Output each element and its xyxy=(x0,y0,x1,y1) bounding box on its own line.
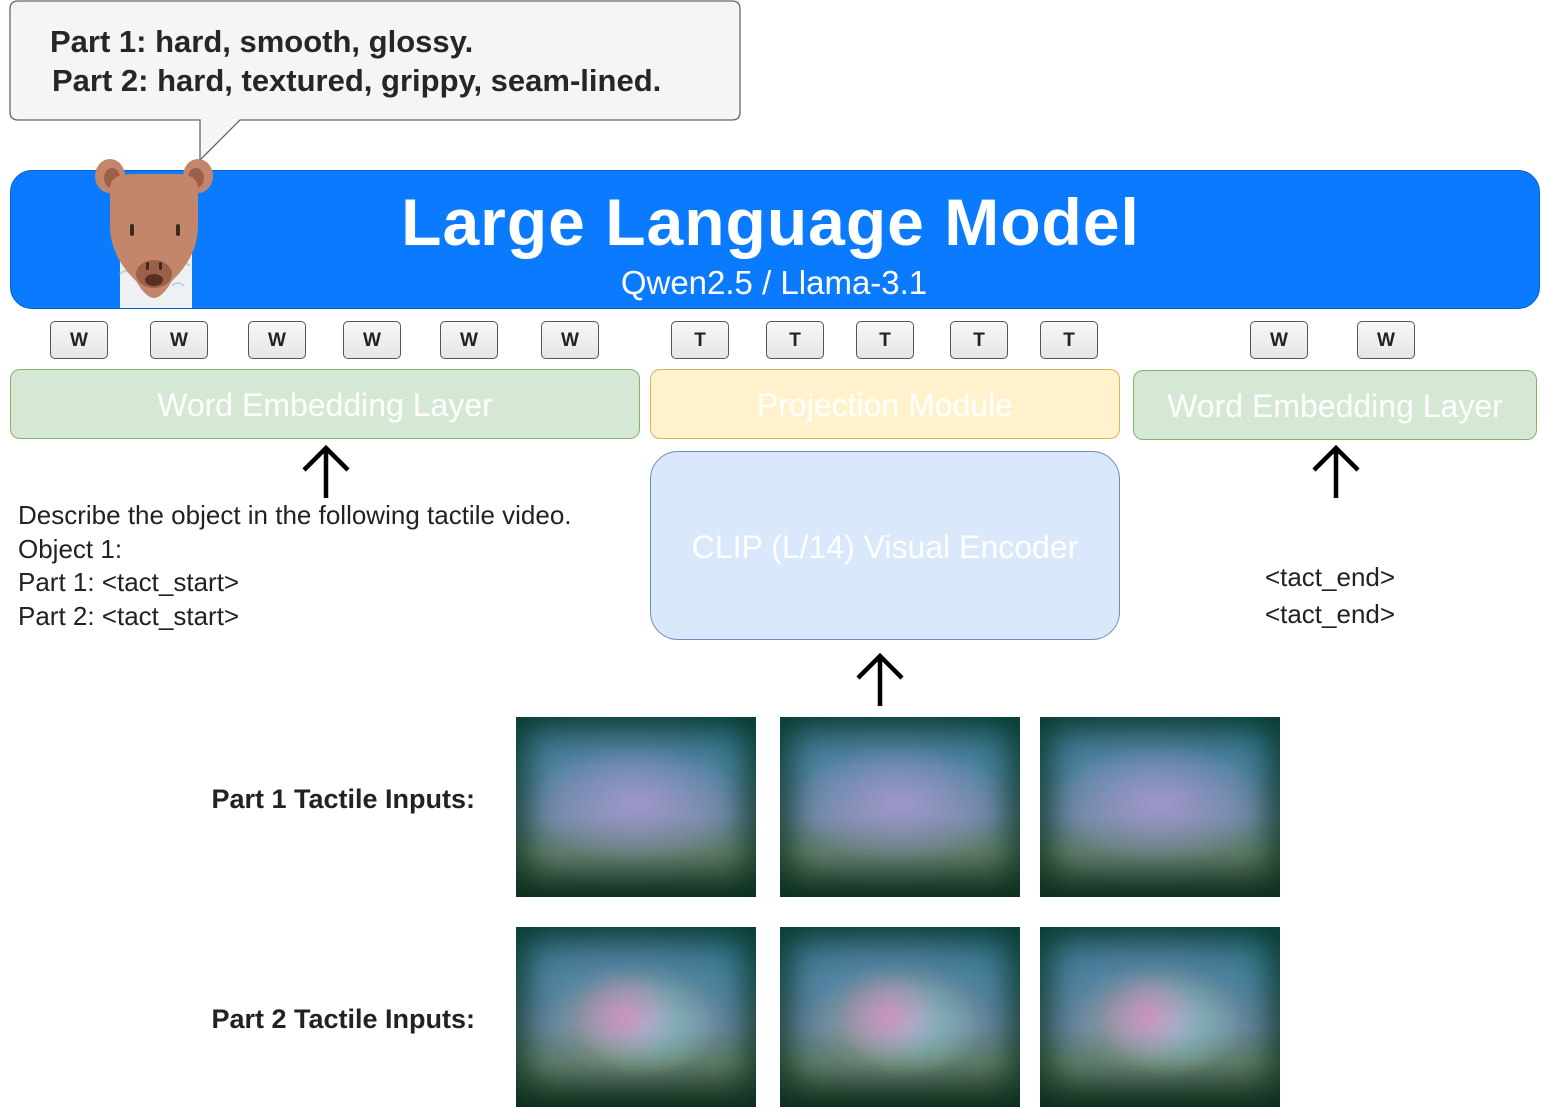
bubble-line-1: Part 1: hard, smooth, glossy. xyxy=(50,24,474,59)
part2-tactile-image xyxy=(516,927,756,1107)
llm-subtitle: Qwen2.5 / Llama-3.1 xyxy=(620,264,928,301)
word-token: W xyxy=(150,321,208,359)
speech-bubble xyxy=(9,0,741,162)
part2-tactile-image xyxy=(1040,927,1280,1107)
llm-title: Large Language Model xyxy=(401,185,1140,259)
part2-inputs-label: Part 2 Tactile Inputs: xyxy=(211,1004,475,1034)
part1-tactile-image xyxy=(1040,717,1280,897)
llm-block xyxy=(10,170,1540,309)
tactile-token: T xyxy=(1040,321,1098,359)
word-embedding-layer-left: Word Embedding Layer xyxy=(10,369,640,439)
word-embedding-layer-right: Word Embedding Layer xyxy=(1133,370,1537,440)
word-token: W xyxy=(50,321,108,359)
word-token: W xyxy=(248,321,306,359)
part1-tactile-image xyxy=(516,717,756,897)
arrow-up-icon xyxy=(302,444,350,498)
tactile-token: T xyxy=(671,321,729,359)
projection-module: Projection Module xyxy=(650,369,1120,439)
bubble-line-2: Part 2: hard, textured, grippy, seam-lin… xyxy=(52,63,662,98)
tact-end-text: <tact_end> <tact_end> xyxy=(1230,559,1430,633)
word-token: W xyxy=(541,321,599,359)
prompt-line-2: Object 1: xyxy=(18,533,123,564)
llama-icon xyxy=(95,159,213,308)
word-token: W xyxy=(343,321,401,359)
clip-visual-encoder: CLIP (L/14) Visual Encoder xyxy=(650,451,1120,640)
prompt-line-3: Part 1: <tact_start> xyxy=(18,567,240,597)
part1-tactile-image xyxy=(780,717,1020,897)
word-token: W xyxy=(440,321,498,359)
part1-inputs-label: Part 1 Tactile Inputs: xyxy=(211,784,475,814)
tactile-token: T xyxy=(766,321,824,359)
tactile-token: T xyxy=(856,321,914,359)
arrow-up-icon xyxy=(1312,444,1360,498)
tact-end-line-2: <tact_end> xyxy=(1264,599,1396,629)
prompt-line-1: Describe the object in the following tac… xyxy=(18,500,572,530)
part2-tactile-image xyxy=(780,927,1020,1107)
tactile-token: T xyxy=(950,321,1008,359)
prompt-text: Describe the object in the following tac… xyxy=(18,499,572,633)
word-token: W xyxy=(1357,321,1415,359)
prompt-line-4: Part 2: <tact_start> xyxy=(18,600,240,631)
arrow-up-icon xyxy=(856,652,904,706)
tact-end-line-1: <tact_end> xyxy=(1264,562,1396,592)
bubble-text: Part 1: hard, smooth, glossy. Part 2: ha… xyxy=(50,22,730,100)
word-token: W xyxy=(1250,321,1308,359)
